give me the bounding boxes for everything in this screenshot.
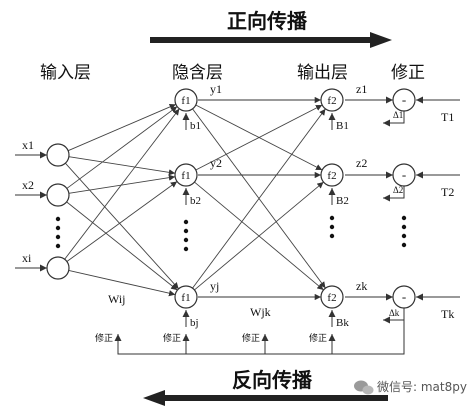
error-label-2: Δ2 xyxy=(393,185,403,195)
hidden-node-j xyxy=(174,285,198,309)
output-label-k: zk xyxy=(356,279,367,293)
error-feedback-1 xyxy=(383,111,405,127)
input-ellipsis-dots xyxy=(55,216,61,249)
hidden-output-label-j: yj xyxy=(210,279,219,293)
error-label-k: Δk xyxy=(389,308,400,318)
edge-input-1-hidden-1 xyxy=(68,174,176,194)
input-node-1 xyxy=(46,143,70,167)
edge-input-0-hidden-1 xyxy=(68,156,176,176)
output-node-2 xyxy=(320,163,344,187)
error-label-1: Δ1 xyxy=(393,110,403,120)
hidden-node-2 xyxy=(174,163,198,187)
target-label-1: T1 xyxy=(441,110,454,124)
edge-input-1-hidden-0 xyxy=(66,106,178,189)
input-node-i xyxy=(46,256,70,280)
error-feedback-2 xyxy=(383,186,405,202)
correction-label-4: 修正 xyxy=(309,332,327,344)
target-label-k: Tk xyxy=(441,307,454,321)
input-column: x1 x2 xi xyxy=(15,138,70,280)
forward-propagation-label: 正向传播 xyxy=(227,9,308,33)
correction-label-2: 修正 xyxy=(163,332,181,344)
comparator-sign-k: - xyxy=(402,289,406,304)
hidden-layer-header: 隐含层 xyxy=(172,63,223,83)
output-bias-label-k: Bk xyxy=(336,317,349,329)
network-connections xyxy=(64,96,326,301)
hidden-bias-label-2: b2 xyxy=(190,195,201,207)
correction-label-1: 修正 xyxy=(95,332,113,344)
correction-header: 修正 xyxy=(391,63,425,83)
hidden-bias-label-1: b1 xyxy=(190,120,201,132)
output-column: z1 z2 zk f2 f2 f2 B1 B2 Bk xyxy=(320,82,393,329)
output-node-k xyxy=(320,285,344,309)
weight-label-input-hidden: Wij xyxy=(108,292,126,306)
edge-input-2-hidden-2 xyxy=(68,269,176,297)
edge-hidden-2-output-1 xyxy=(194,181,324,291)
output-layer-header: 输出层 xyxy=(297,63,348,83)
input-label-1: x1 xyxy=(22,138,34,152)
output-label-1: z1 xyxy=(356,82,367,96)
input-layer-header: 输入层 xyxy=(40,63,91,83)
edge-input-2-hidden-0 xyxy=(64,108,180,260)
input-label-i: xi xyxy=(22,251,32,265)
hidden-node-label-j: f1 xyxy=(181,292,190,304)
hidden-output-label-1: y1 xyxy=(210,82,222,96)
backward-propagation-label: 反向传播 xyxy=(232,368,313,392)
watermark-text: 微信号: mat8py xyxy=(377,380,467,394)
output-node-label-k: f2 xyxy=(327,292,336,304)
hidden-output-label-2: y2 xyxy=(210,156,222,170)
hidden-node-label-2: f1 xyxy=(181,170,190,182)
hidden-node-label-1: f1 xyxy=(181,95,190,107)
forward-arrow xyxy=(150,32,392,48)
output-node-label-1: f2 xyxy=(327,95,336,107)
hidden-bias-label-j: bj xyxy=(190,317,199,329)
edge-input-0-hidden-2 xyxy=(65,162,179,290)
output-ellipsis-dots xyxy=(329,215,335,239)
correction-feedback-bus xyxy=(114,320,405,355)
comparator-sign-1: - xyxy=(402,92,406,107)
hidden-ellipsis-dots xyxy=(183,219,189,252)
backward-arrow xyxy=(143,390,388,406)
output-bias-label-2: B2 xyxy=(336,195,349,207)
output-node-label-2: f2 xyxy=(327,170,336,182)
correction-label-3: 修正 xyxy=(242,332,260,344)
hidden-column: y1 y2 yj f1 f1 f1 b1 b2 bj xyxy=(174,82,320,329)
wechat-icon xyxy=(354,380,374,395)
edge-hidden-1-output-0 xyxy=(195,104,323,171)
input-label-2: x2 xyxy=(22,178,34,192)
edge-input-1-hidden-2 xyxy=(66,201,178,291)
weight-label-hidden-output: Wjk xyxy=(250,305,271,319)
target-label-2: T2 xyxy=(441,185,454,199)
output-label-2: z2 xyxy=(356,156,367,170)
correction-ellipsis-dots xyxy=(401,215,407,248)
hidden-node-1 xyxy=(174,88,198,112)
edge-hidden-2-output-0 xyxy=(192,108,326,289)
edge-input-0-hidden-0 xyxy=(67,103,177,152)
correction-column: - - - T1 T2 Tk Δ1 Δ2 Δk xyxy=(383,88,460,324)
input-node-2 xyxy=(46,183,70,207)
output-node-1 xyxy=(320,88,344,112)
comparator-sign-2: - xyxy=(402,167,406,182)
output-bias-label-1: B1 xyxy=(336,120,349,132)
edge-input-2-hidden-1 xyxy=(66,181,178,262)
